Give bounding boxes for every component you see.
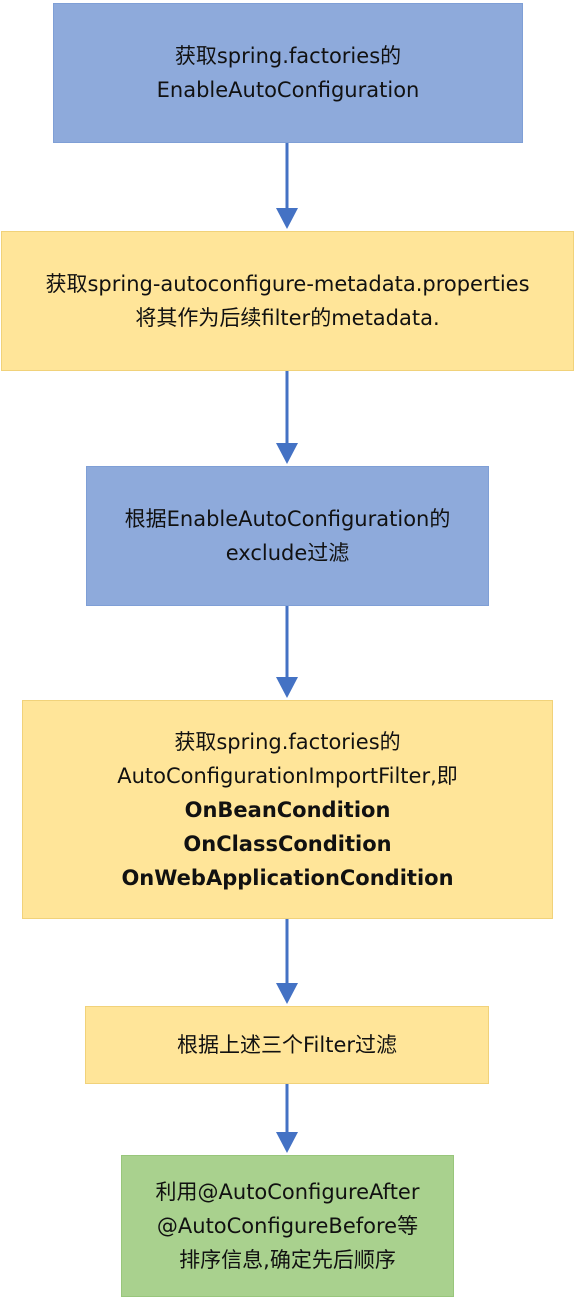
step-6-line-2: @AutoConfigureBefore等 — [156, 1214, 419, 1238]
step-2-line-2: 将其作为后续filter的metadata. — [135, 306, 440, 330]
step-6-line-1: 利用@AutoConfigureAfter — [155, 1180, 420, 1204]
step-1-line-1: 获取spring.factories的 — [174, 44, 402, 68]
step-2-line-1: 获取spring-autoconfigure-metadata.properti… — [45, 272, 530, 296]
step-3-line-2: exclude过滤 — [225, 541, 350, 565]
step-1-get-enable-auto-configuration: 获取spring.factories的 EnableAutoConfigurat… — [53, 3, 523, 143]
arrow-2-to-3 — [276, 371, 298, 464]
step-4-line-2: AutoConfigurationImportFilter,即 — [117, 763, 458, 788]
step-4-on-bean-condition: OnBeanCondition — [184, 797, 391, 822]
arrow-4-to-5 — [276, 919, 298, 1004]
arrow-1-to-2 — [276, 143, 298, 229]
arrow-5-to-6 — [276, 1084, 298, 1153]
step-4-get-import-filters: 获取spring.factories的 AutoConfigurationImp… — [22, 700, 553, 919]
step-2-get-metadata-properties: 获取spring-autoconfigure-metadata.properti… — [1, 231, 574, 371]
step-4-on-web-application-condition: OnWebApplicationCondition — [121, 865, 454, 890]
step-5-line-1: 根据上述三个Filter过滤 — [176, 1033, 397, 1057]
step-1-line-2: EnableAutoConfiguration — [156, 78, 420, 102]
step-6-sort-order: 利用@AutoConfigureAfter @AutoConfigureBefo… — [121, 1155, 454, 1297]
step-4-on-class-condition: OnClassCondition — [183, 831, 392, 856]
step-6-line-3: 排序信息,确定先后顺序 — [179, 1248, 396, 1272]
arrow-3-to-4 — [276, 606, 298, 698]
step-3-line-1: 根据EnableAutoConfiguration的 — [124, 507, 451, 531]
step-4-line-1: 获取spring.factories的 — [174, 729, 401, 754]
step-5-apply-filters: 根据上述三个Filter过滤 — [85, 1006, 489, 1084]
step-3-exclude-filter: 根据EnableAutoConfiguration的 exclude过滤 — [86, 466, 489, 606]
